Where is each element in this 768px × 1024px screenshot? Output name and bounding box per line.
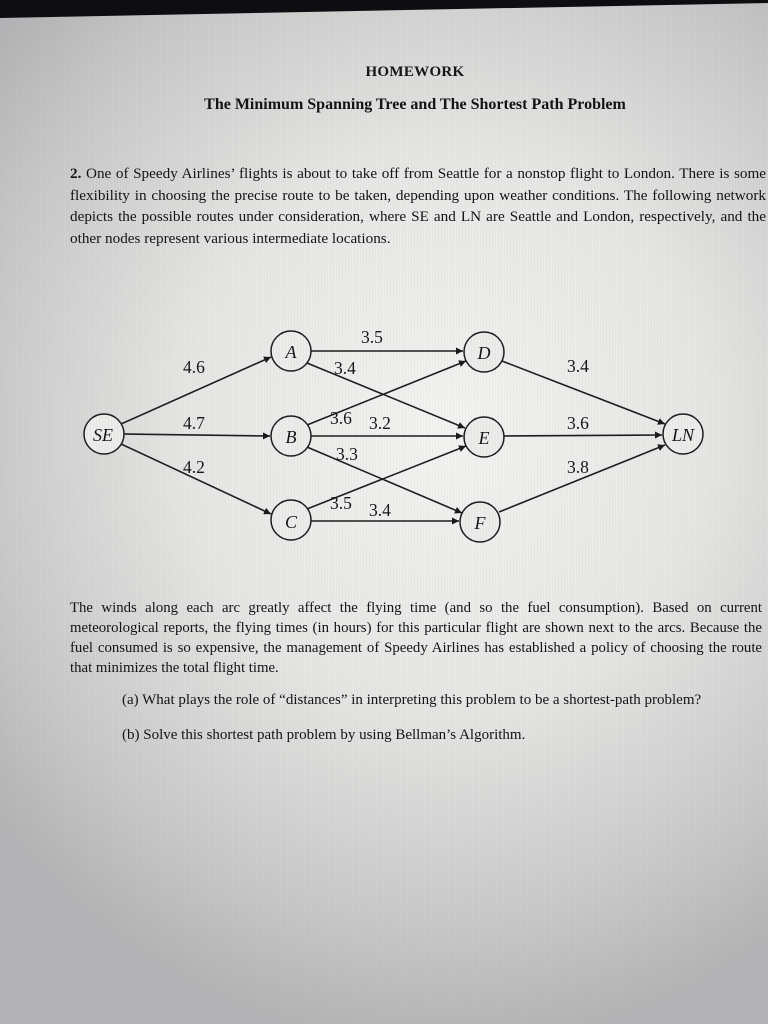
weight-b-d: 3.6 — [330, 408, 352, 428]
question-b: (b) Solve this shortest path problem by … — [122, 727, 525, 744]
node-se — [83, 413, 125, 455]
weight-b-e: 3.2 — [369, 413, 391, 433]
edge-a-e — [306, 362, 466, 429]
weight-e-ln: 3.6 — [567, 413, 589, 433]
question-a-text: What plays the role of “distances” in in… — [142, 692, 702, 708]
node-label-e: E — [478, 428, 490, 448]
node-label-f: F — [474, 513, 487, 533]
weight-se-a: 4.6 — [183, 357, 205, 377]
monitor-bezel — [0, 0, 768, 18]
node-a — [270, 330, 312, 372]
weight-se-b: 4.7 — [183, 413, 205, 433]
edge-c-e — [306, 445, 467, 510]
node-label-a: A — [285, 342, 298, 362]
edge-b-f — [306, 446, 463, 514]
weight-c-f: 3.4 — [369, 500, 391, 520]
node-label-b: B — [286, 427, 297, 447]
question-b-text: Solve this shortest path problem by usin… — [143, 727, 526, 743]
edge-se-a — [120, 356, 272, 425]
edge-d-ln — [501, 360, 666, 425]
problem-intro: 2. One of Speedy Airlines’ flights is ab… — [70, 163, 766, 249]
weight-se-c: 4.2 — [183, 457, 205, 477]
homework-title: HOMEWORK — [365, 64, 465, 80]
node-label-ln: LN — [671, 425, 695, 445]
homework-subtitle: The Minimum Spanning Tree and The Shorte… — [204, 96, 626, 113]
node-b — [270, 415, 312, 457]
node-label-se: SE — [93, 425, 113, 445]
edge-se-c — [120, 443, 272, 515]
problem-intro-text: One of Speedy Airlines’ flights is about… — [70, 165, 767, 247]
edge-e-ln — [503, 431, 663, 439]
node-e — [463, 416, 505, 458]
problem-number: 2. — [70, 165, 82, 182]
question-a: (a) What plays the role of “distances” i… — [122, 692, 701, 709]
node-f — [459, 501, 501, 543]
node-ln — [662, 413, 704, 455]
weight-f-ln: 3.8 — [567, 457, 589, 477]
node-d — [463, 331, 505, 373]
edge-f-ln — [498, 444, 666, 513]
weight-b-f: 3.3 — [336, 444, 358, 464]
node-c — [270, 499, 312, 541]
edge-se-b — [123, 432, 271, 440]
route-network-diagram: SE A B C D E F LN 4.6 4.7 4.2 3.5 3.4 3.… — [83, 327, 704, 543]
weight-d-ln: 3.4 — [567, 356, 589, 376]
weight-a-d: 3.5 — [361, 327, 383, 347]
question-b-label: (b) — [122, 727, 140, 743]
edge-b-d — [306, 360, 467, 426]
weight-a-e: 3.4 — [334, 358, 356, 378]
question-a-label: (a) — [122, 692, 139, 708]
node-label-d: D — [477, 343, 491, 363]
winds-paragraph: The winds along each arc greatly affect … — [70, 600, 762, 676]
node-label-c: C — [285, 512, 298, 532]
weight-c-e: 3.5 — [330, 493, 352, 513]
